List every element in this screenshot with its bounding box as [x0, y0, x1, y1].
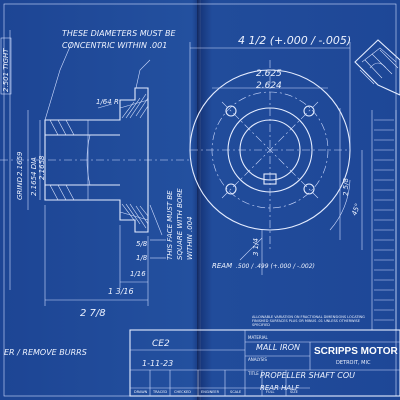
title-line2: REAR HALF — [260, 384, 300, 392]
material-value: MALL IRON — [256, 343, 300, 352]
square-note-line3: WITHIN .004 — [186, 216, 194, 260]
ream-value: .500 / .499 (+.000 / -.002) — [236, 263, 315, 270]
col-checked: CHECKED — [174, 390, 191, 394]
col-drawn: DRAWN — [134, 390, 148, 394]
remove-burrs-note: ER / REMOVE BURRS — [4, 348, 87, 357]
overall-length: 2 7/8 — [80, 308, 106, 319]
tolerance-note-3: SPECIFIED — [252, 323, 270, 327]
tooth-detail-view — [354, 39, 400, 96]
title-line1: PROPELLER SHAFT COU — [260, 371, 355, 380]
length-b: 1/16 — [130, 270, 146, 278]
edge-scale-strip — [371, 110, 397, 330]
pitch-dia-lower: 2.624 — [256, 81, 282, 91]
length-d: 5/8 — [136, 240, 148, 248]
left-dia-grind: GRIND — [16, 176, 24, 200]
drawing-code: CE2 — [152, 339, 170, 349]
title-block — [129, 329, 400, 397]
left-dia-value: 2.1659 — [16, 151, 24, 176]
boxed-dimension-frame — [0, 37, 12, 95]
col-size: SIZE — [290, 390, 298, 394]
square-note-line2: SQUARE WITH BORE — [176, 188, 184, 260]
bore-dia-bottom: 2.1658 — [38, 155, 46, 180]
boxed-dimension: 2.501 TIGHT — [2, 48, 10, 92]
drawing-date: 1-11-23 — [142, 359, 173, 368]
pitch-dia-upper: 2.625 — [256, 69, 282, 79]
col-engineer: ENGINEER — [201, 390, 220, 394]
title-label: TITLE — [247, 371, 259, 376]
concentric-note-line1: THESE DIAMETERS MUST BE — [62, 29, 176, 38]
right-diameter: 2 5/8 — [342, 178, 350, 196]
length-a: 1 3/16 — [108, 287, 134, 296]
side-section-view — [0, 30, 190, 306]
outer-diameter: 4 1/2 (+.000 / -.005) — [238, 34, 351, 47]
ream-callout: REAM — [212, 262, 232, 270]
company-name: SCRIPPS MOTOR — [314, 346, 398, 357]
angle-dimension: 45° — [350, 202, 362, 216]
sheet-fold — [197, 0, 201, 400]
square-note-line1: THIS FACE MUST BE — [166, 190, 174, 260]
bore-dia-top: 2.1654 DIA — [30, 157, 38, 196]
sub-dimension: 3 1/4 — [252, 238, 260, 256]
chamfer-radius: 1/64 R — [96, 98, 119, 106]
col-traced: TRACED — [152, 390, 167, 394]
col-full: FULL — [266, 390, 275, 394]
company-city: DETROIT, MIC — [336, 360, 371, 366]
concentric-note-line2: CONCENTRIC WITHIN .001 — [62, 41, 167, 50]
length-c: 1/8 — [136, 254, 148, 262]
tolerance-note-1: ALLOWABLE VARIATION ON FRACTIONAL DIMENS… — [252, 315, 365, 319]
material-label: MATERIAL — [248, 335, 269, 340]
analysis-label: ANALYSIS — [248, 357, 267, 362]
end-face-view — [189, 42, 363, 275]
tolerance-note-2: FINISHED SURFACES PLUS OR MINUS .01 UNLE… — [252, 319, 360, 323]
col-scale: SCALE — [230, 390, 241, 394]
